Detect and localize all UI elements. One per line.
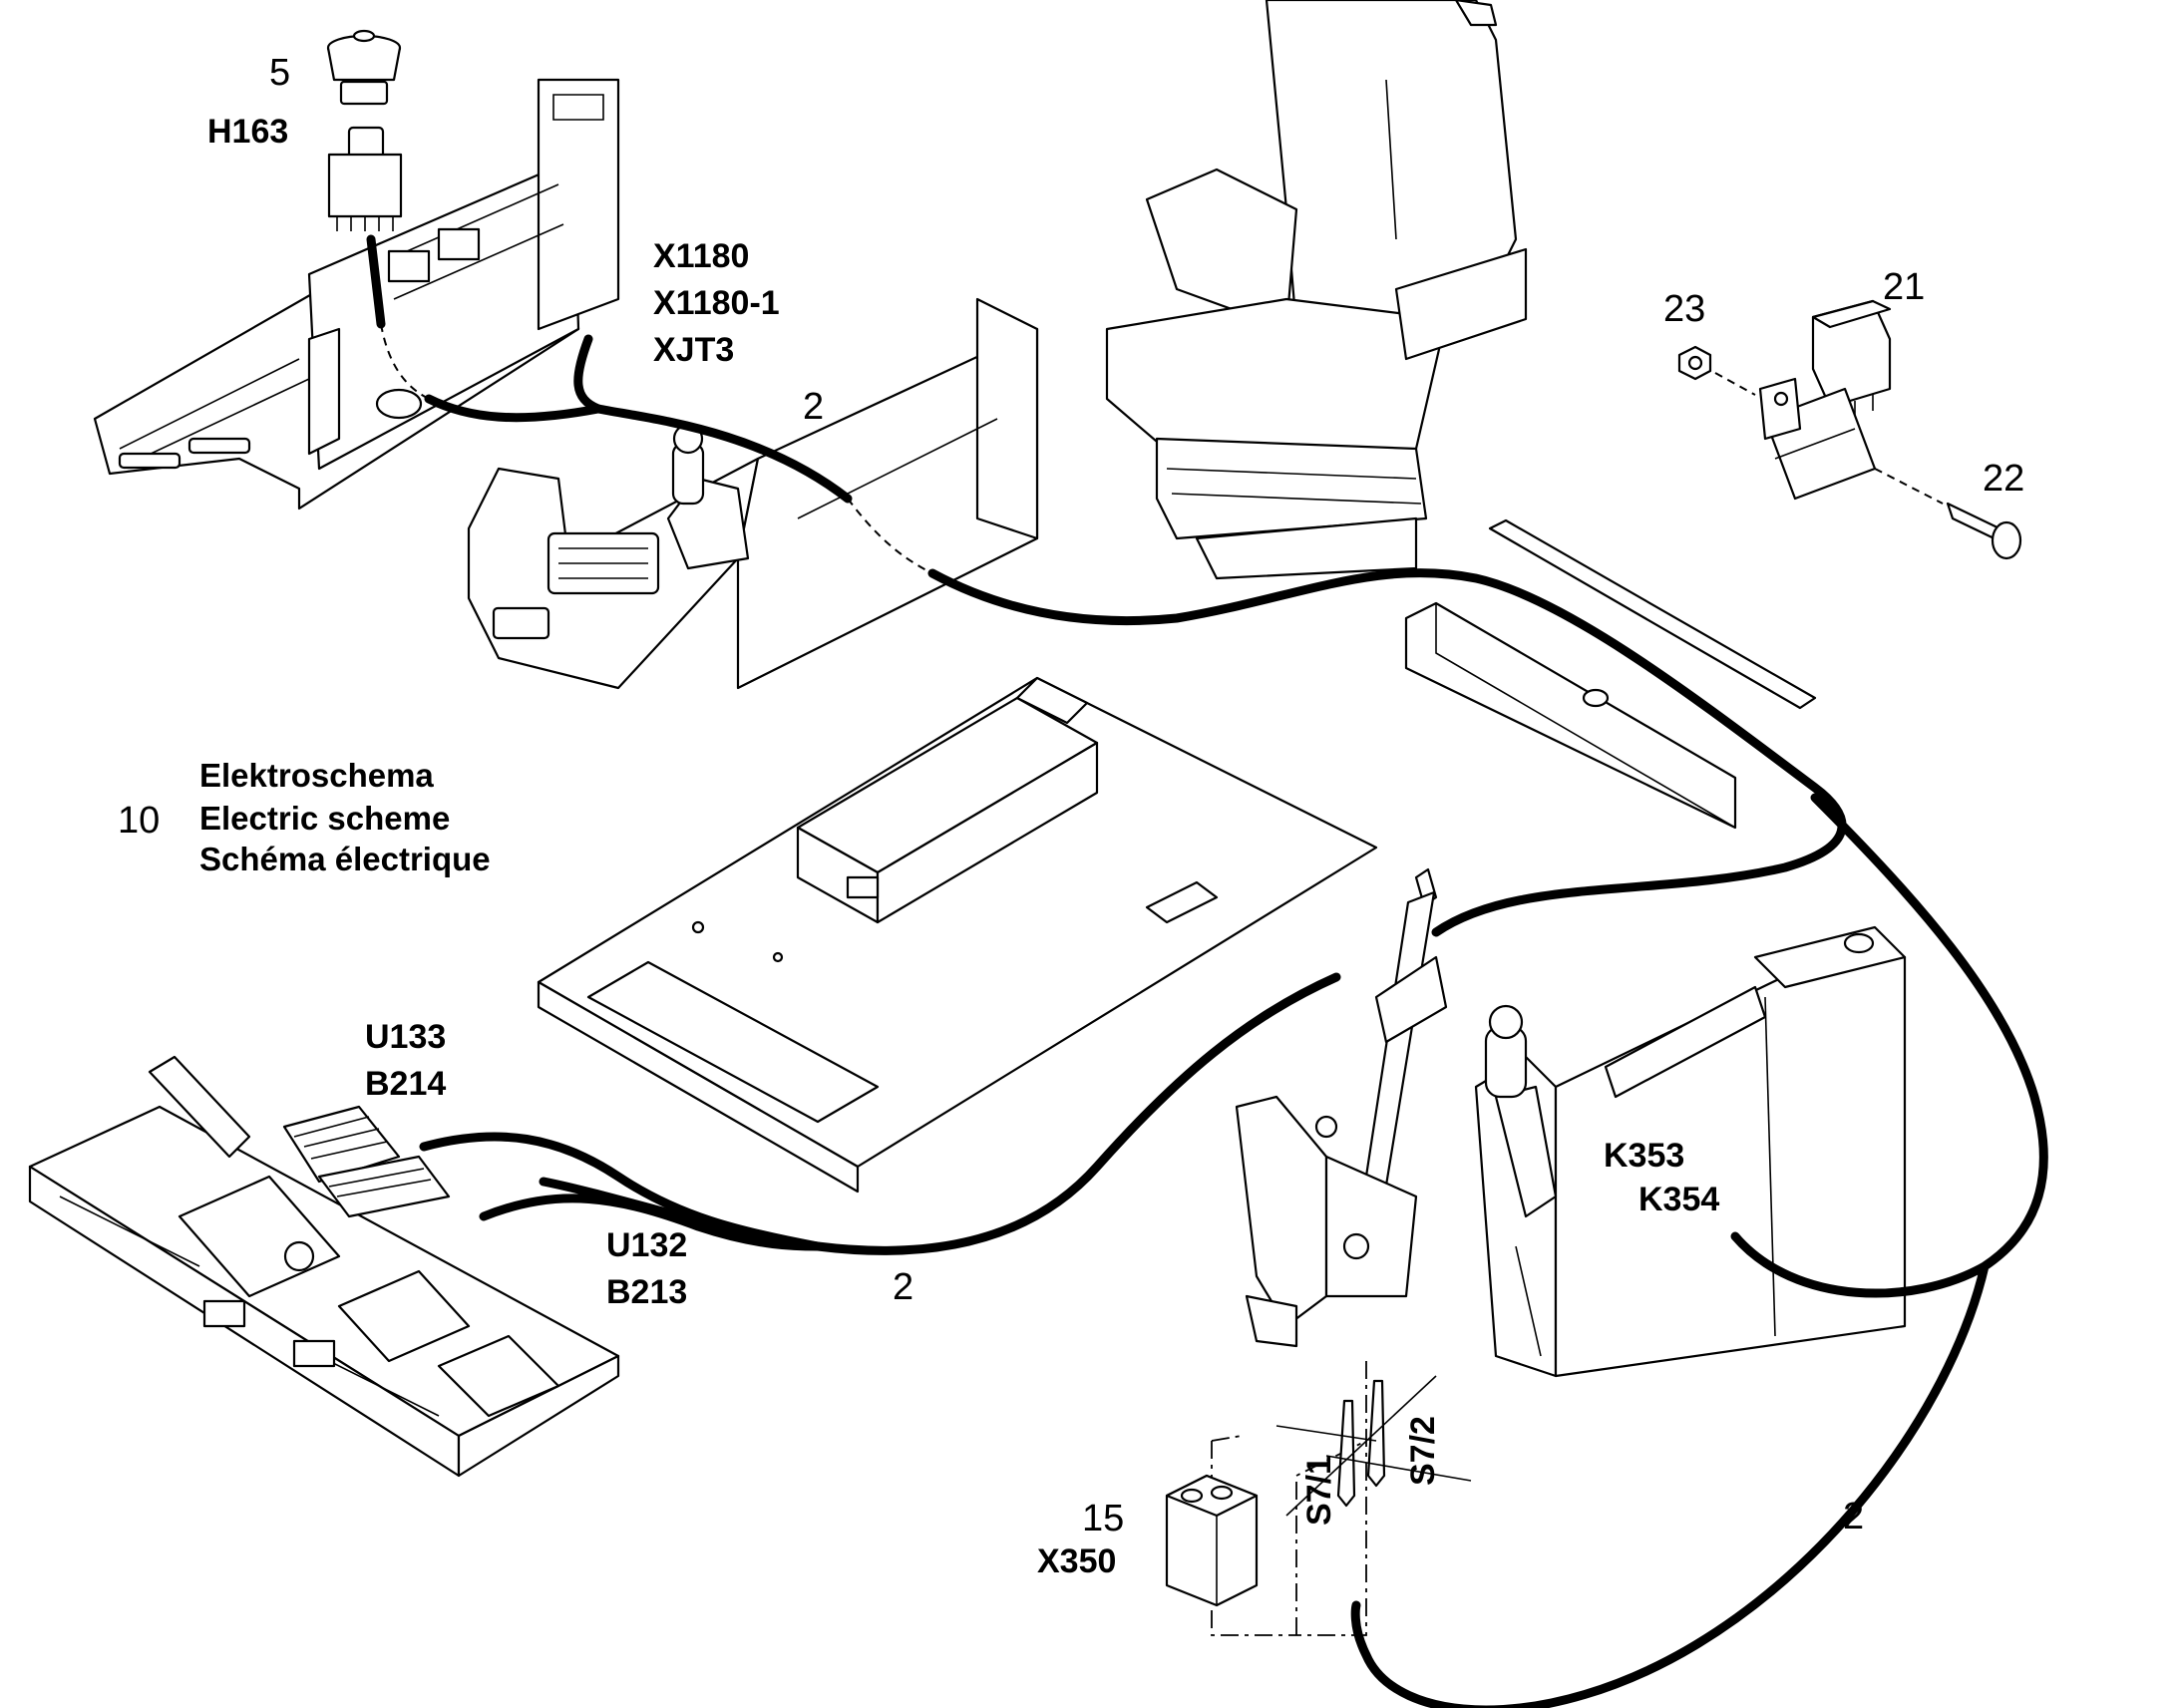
- label-u132: U132: [606, 1226, 687, 1264]
- connector-x350: [1165, 1361, 1472, 1636]
- pushbutton-assembly: [326, 29, 403, 231]
- legend-line-en: Electric scheme: [199, 800, 450, 837]
- callout-labels: 5 H163 X1180 X1180-1 XJT3 2 23 21 22 10 …: [118, 52, 2024, 1580]
- label-cable-2-top: 2: [803, 386, 824, 428]
- label-xjt3: XJT3: [653, 331, 734, 369]
- label-b214: B214: [365, 1065, 446, 1103]
- label-u133: U133: [365, 1018, 446, 1056]
- label-cable-2-bottom: 2: [1843, 1496, 1864, 1537]
- pedal-box: [28, 1055, 620, 1478]
- label-item-23: 23: [1663, 288, 1705, 330]
- label-k353: K353: [1604, 1137, 1684, 1175]
- label-item-15: 15: [1082, 1498, 1124, 1539]
- label-x350: X350: [1037, 1542, 1116, 1580]
- floor-plate: [537, 676, 1378, 1194]
- label-b213: B213: [606, 1273, 687, 1311]
- relay-assembly: [1677, 299, 2022, 560]
- label-x1180: X1180: [653, 237, 749, 275]
- label-h163: H163: [207, 113, 288, 151]
- right-console: [1474, 925, 1907, 1378]
- floor-rails: [1404, 518, 1817, 830]
- legend-line-fr: Schéma électrique: [199, 841, 491, 877]
- cable-harness: [366, 234, 2048, 1708]
- label-item-22: 22: [1983, 458, 2024, 500]
- label-s7-2: S7/2: [1404, 1416, 1442, 1486]
- label-item-21: 21: [1883, 266, 1925, 308]
- legend-line-de: Elektroschema: [199, 757, 434, 794]
- center-console: [467, 297, 1039, 690]
- label-cable-2-mid: 2: [893, 1266, 913, 1308]
- label-k354: K354: [1638, 1181, 1719, 1218]
- left-console: [93, 78, 620, 511]
- label-s7-1: S7/1: [1300, 1456, 1338, 1526]
- label-item-5: 5: [269, 52, 290, 94]
- label-item-10: 10: [118, 800, 160, 842]
- operator-seat: [1105, 0, 1528, 580]
- hand-lever: [1235, 867, 1448, 1348]
- label-x1180-1: X1180-1: [653, 284, 780, 322]
